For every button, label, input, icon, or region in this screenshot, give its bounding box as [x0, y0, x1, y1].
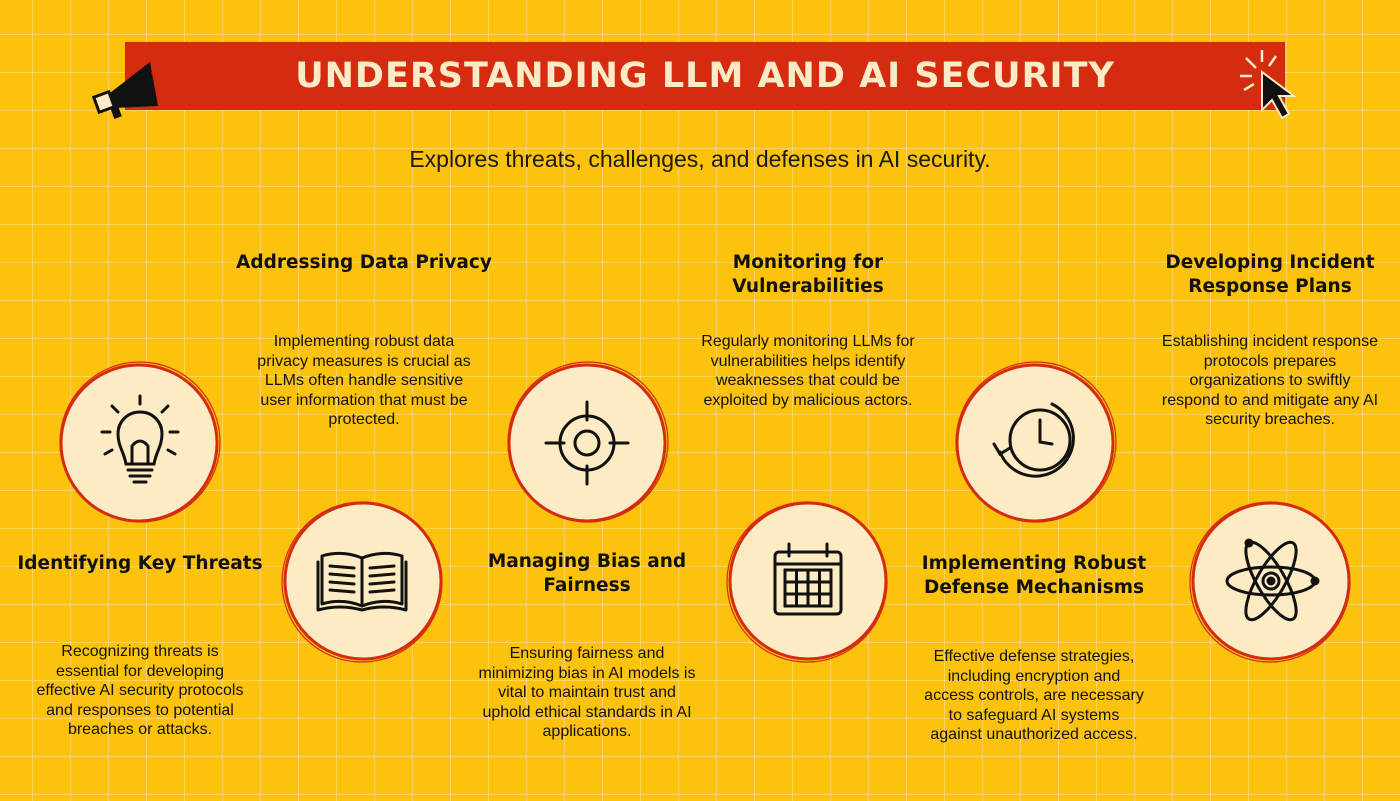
step-1-heading: Identifying Key Threats [17, 553, 263, 574]
page-title: Understanding LLM and AI Security [295, 56, 1115, 96]
lightbulb-icon [100, 394, 180, 484]
step-6-heading: Developing Incident Response Plans [1165, 252, 1375, 297]
step-5-circle [952, 360, 1118, 526]
step-2-heading: Addressing Data Privacy [236, 252, 492, 273]
step-4-heading: Monitoring for Vulnerabilities [732, 252, 884, 297]
open-book-icon [316, 551, 408, 612]
calendar-icon [773, 542, 843, 616]
step-6-description: Establishing incident response protocols… [1161, 333, 1379, 428]
step-3-description: Ensuring fairness and minimizing bias in… [478, 645, 696, 740]
atom-icon [1225, 538, 1320, 622]
page-subtitle: Explores threats, challenges, and defens… [409, 146, 991, 172]
cursor-icon [1236, 44, 1306, 124]
step-1-description: Recognizing threats is essential for dev… [36, 643, 244, 738]
title-banner: Understanding LLM and AI Security [125, 42, 1285, 110]
step-4-circle [725, 498, 891, 664]
step-2-circle [280, 498, 446, 664]
step-5-heading: Implementing Robust Defense Mechanisms [921, 553, 1147, 598]
step-3-heading: Managing Bias and Fairness [487, 551, 687, 596]
step-5-description: Effective defense strategies, including … [924, 648, 1144, 743]
step-2-description: Implementing robust data privacy measure… [257, 333, 471, 428]
step-6-circle [1188, 498, 1354, 664]
clock-icon [992, 402, 1075, 478]
step-4-description: Regularly monitoring LLMs for vulnerabil… [701, 333, 915, 409]
crosshair-icon [544, 400, 630, 486]
step-3-circle [504, 360, 670, 526]
megaphone-icon [91, 52, 174, 122]
step-1-circle [56, 360, 222, 526]
